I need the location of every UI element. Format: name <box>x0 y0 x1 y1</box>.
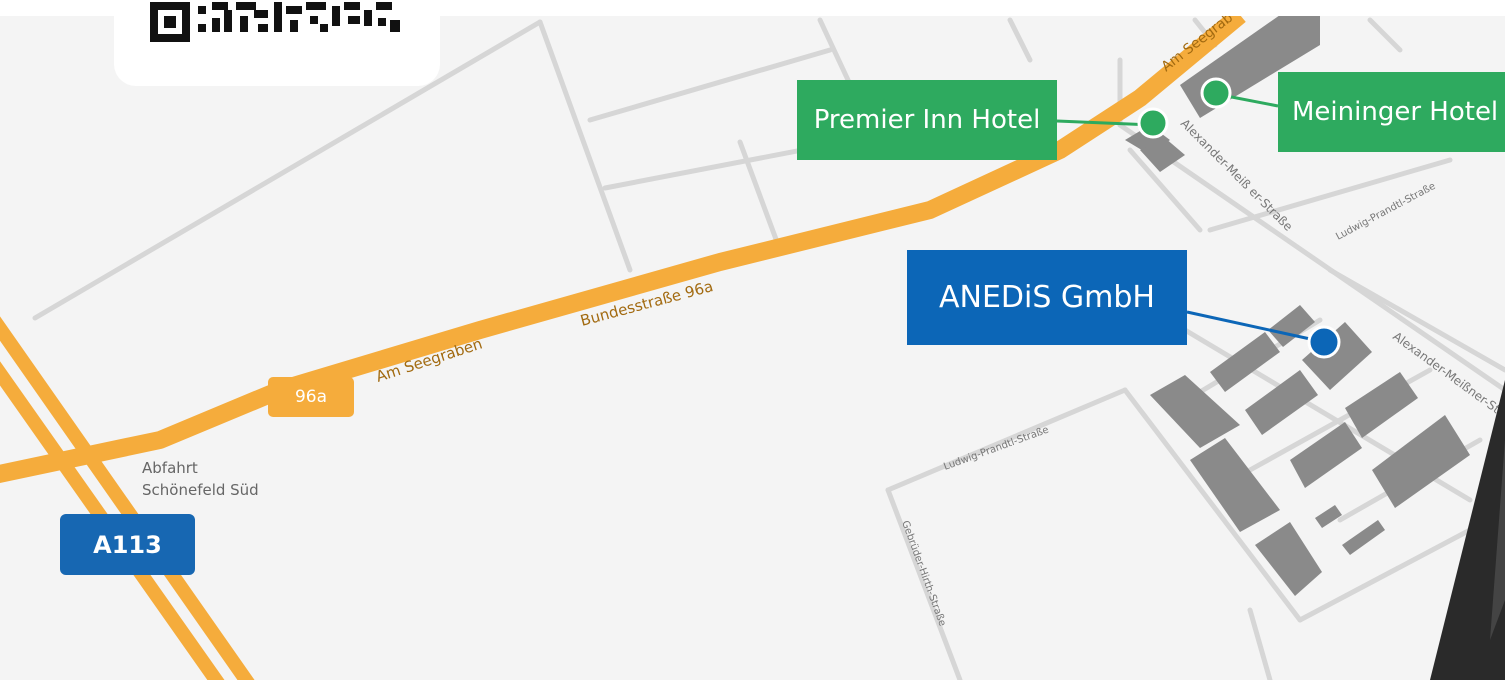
road-label-ludwig-prandtl-lower: Ludwig-Prandtl-Straße <box>942 425 1050 473</box>
meininger-marker[interactable] <box>1200 77 1232 109</box>
qr-code-card <box>114 0 440 86</box>
exit-label-line1: Abfahrt <box>142 459 198 477</box>
photo-edge-image <box>1430 380 1505 680</box>
anedis-marker[interactable] <box>1307 325 1341 359</box>
meininger-label[interactable]: Meininger Hotel <box>1278 72 1505 152</box>
road-label-gebrueder-hirth: Gebrüder-Hirth-Straße <box>899 519 947 628</box>
highway-badge-a113: A113 <box>60 514 195 575</box>
exit-label-line2: Schönefeld Süd <box>142 481 259 499</box>
road-b96a <box>0 8 1246 483</box>
anedis-label[interactable]: ANEDiS GmbH <box>907 250 1187 345</box>
road-badge-b96a: 96a <box>268 377 354 417</box>
exit-label: Abfahrt Schönefeld Süd <box>142 457 259 501</box>
premier-inn-marker[interactable] <box>1137 107 1169 139</box>
qr-code-icon <box>150 2 400 42</box>
premier-inn-label[interactable]: Premier Inn Hotel <box>797 80 1057 160</box>
